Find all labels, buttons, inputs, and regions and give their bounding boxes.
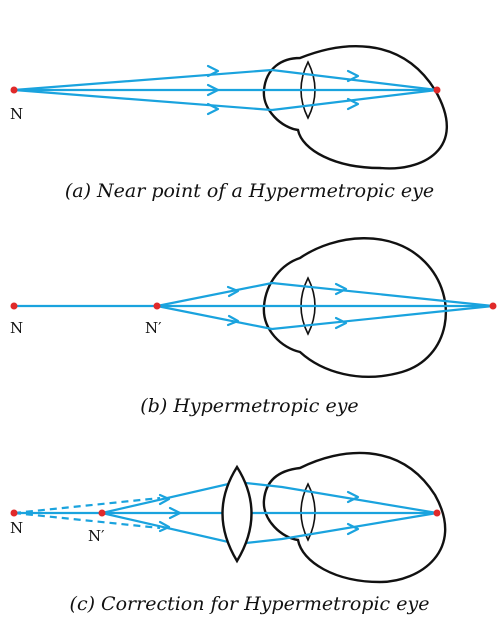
ray-top <box>156 281 494 308</box>
panel-a: N <box>10 45 449 170</box>
arrow-head <box>334 282 348 296</box>
caption-a: (a) Near point of a Hypermetropic eye <box>64 180 435 202</box>
arrow-head <box>346 490 360 504</box>
ray-bottom <box>156 304 494 331</box>
eyeball-outline <box>262 451 447 584</box>
image-point <box>433 509 441 517</box>
arrow-head <box>346 522 360 536</box>
panel-b: N N′ <box>10 237 497 378</box>
ray-top-virtual <box>13 496 161 515</box>
ray-top <box>13 68 438 92</box>
arrow-head <box>346 97 360 111</box>
ray-bottom <box>13 88 438 112</box>
image-point <box>489 302 497 310</box>
arrow-head <box>226 285 240 298</box>
arrow-head <box>168 506 182 520</box>
label-n-prime: N′ <box>88 527 105 545</box>
ray-bottom <box>101 511 438 546</box>
eyeball-outline <box>262 237 448 378</box>
arrow-head <box>206 102 220 116</box>
arrow-head <box>158 520 171 533</box>
point-n-prime <box>153 302 161 310</box>
point-n <box>10 509 18 517</box>
point-n-prime <box>98 509 106 517</box>
image-point <box>433 86 441 94</box>
ray-bottom-virtual <box>13 511 161 530</box>
eye-lens <box>300 482 316 542</box>
arrow-head <box>334 316 348 330</box>
caption-b: (b) Hypermetropic eye <box>140 395 359 417</box>
label-n-prime: N′ <box>145 319 162 337</box>
label-n: N <box>10 105 23 123</box>
caption-c: (c) Correction for Hypermetropic eye <box>69 593 430 615</box>
arrow-head <box>346 69 360 83</box>
panel-c: N N′ <box>10 451 447 584</box>
arrow-head <box>206 64 220 78</box>
arrow-head <box>226 314 240 327</box>
convex-corrective-lens <box>221 464 253 564</box>
label-n: N <box>10 519 23 537</box>
arrow-head <box>206 83 220 97</box>
label-n: N <box>10 319 23 337</box>
point-n <box>10 302 18 310</box>
arrow-head <box>158 493 171 506</box>
eye-lens <box>300 60 316 120</box>
point-n <box>10 86 18 94</box>
eye-lens <box>300 276 316 336</box>
ray-top <box>101 480 438 515</box>
